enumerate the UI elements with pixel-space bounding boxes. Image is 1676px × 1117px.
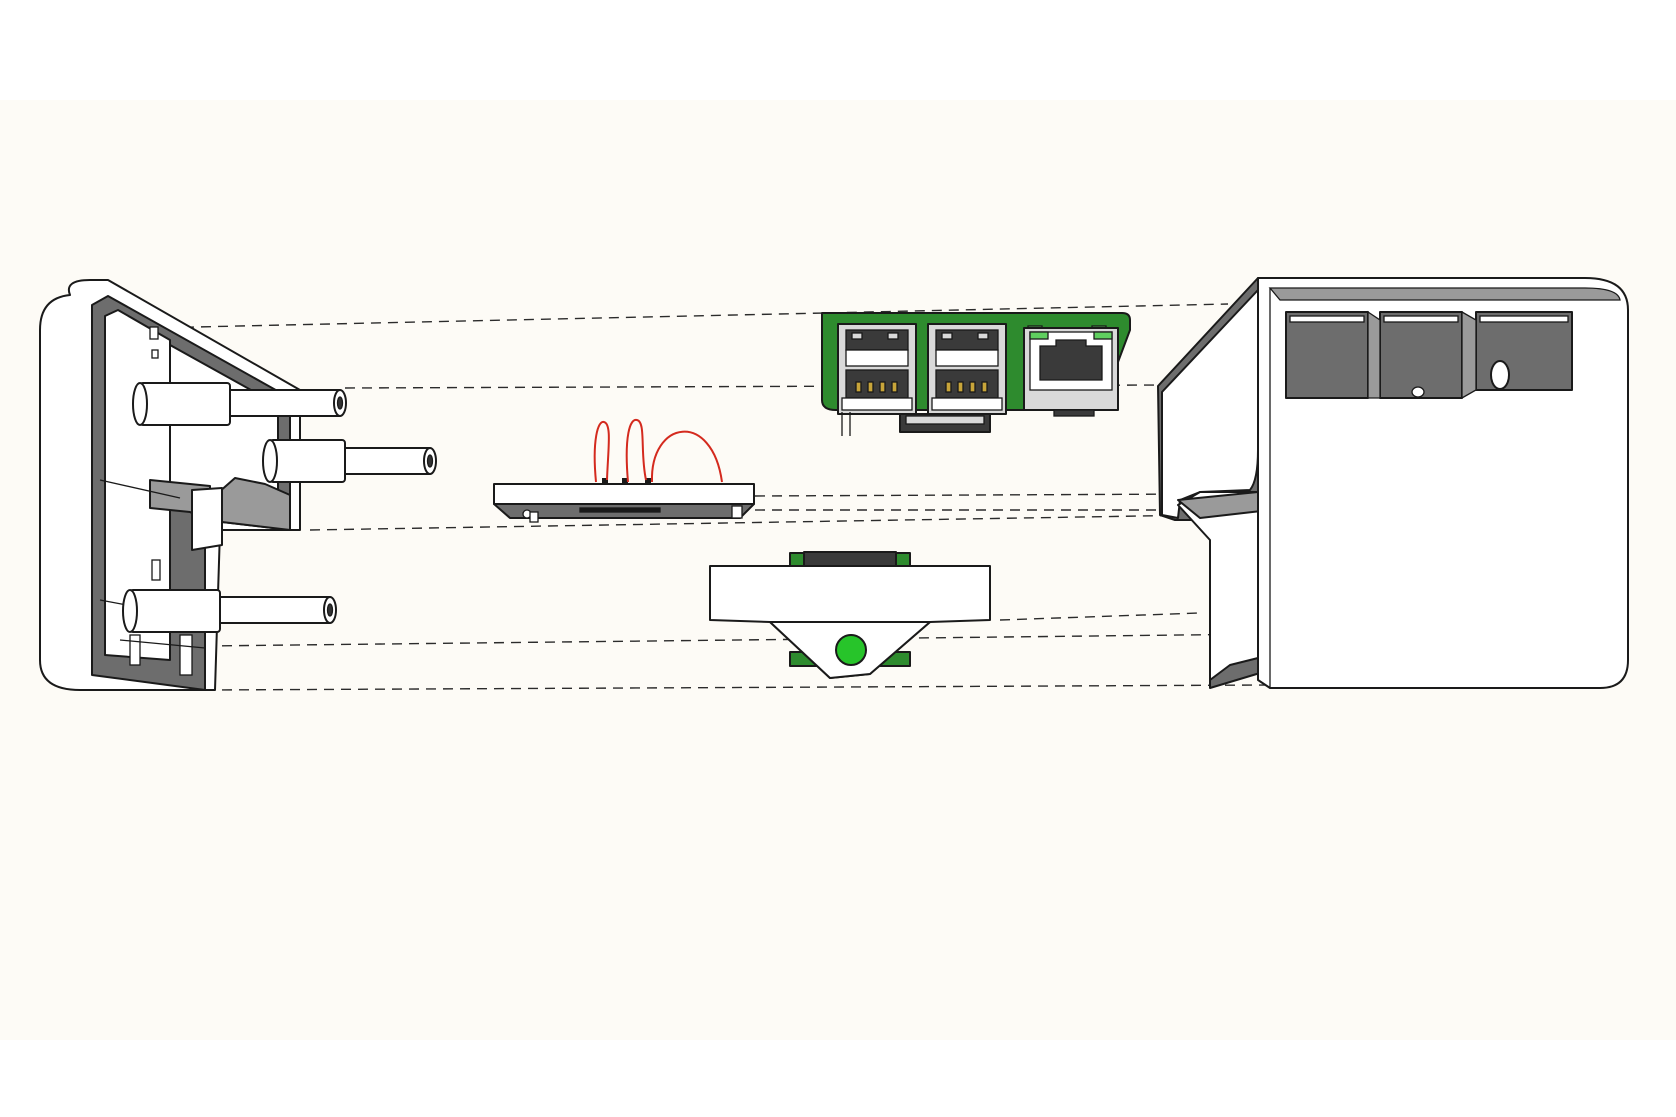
exploded-assembly-view — [0, 100, 1676, 1040]
standoff-post-icon — [122, 382, 437, 633]
red-wire-icon — [593, 418, 723, 483]
assembly-alignment-lines — [149, 303, 1511, 691]
usb-ethernet-board-icon — [821, 312, 1131, 436]
case-housing-icon — [1157, 277, 1629, 689]
button-board-icon — [493, 478, 755, 523]
led-light-pipe-icon — [709, 551, 991, 679]
exploded-assembly-svg — [0, 100, 1676, 1040]
